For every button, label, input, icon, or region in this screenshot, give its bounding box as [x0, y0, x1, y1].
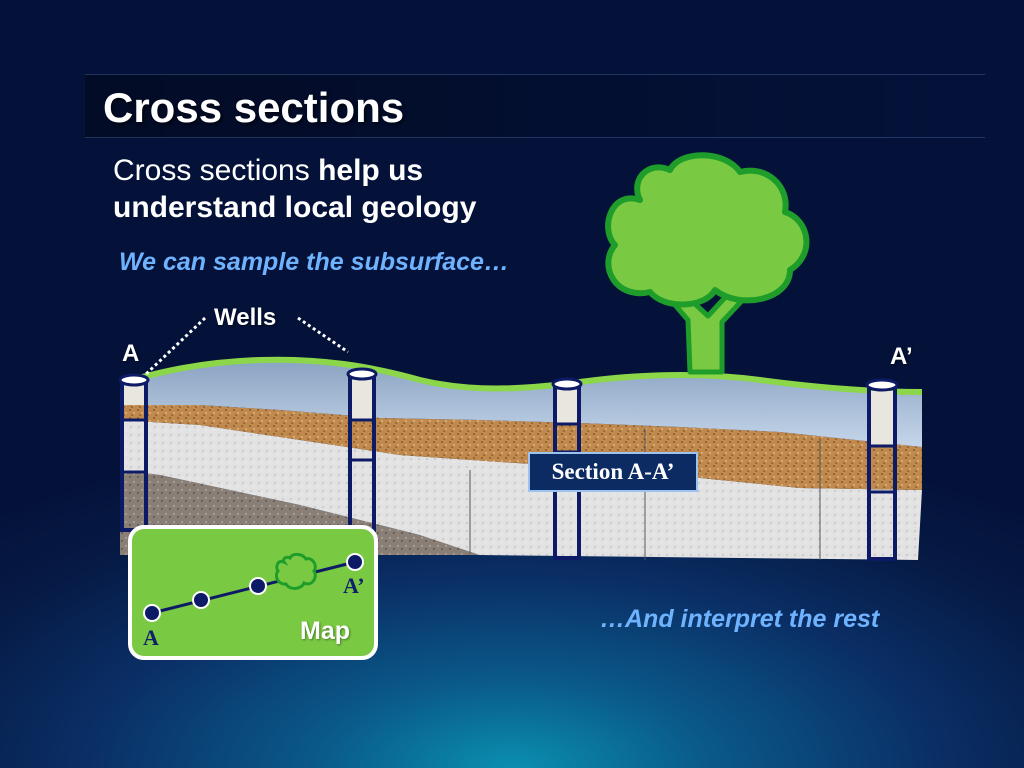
intro-bold: help us understand local geology [113, 154, 477, 224]
interpret-text: …And interpret the rest [600, 605, 880, 633]
sample-subsurface-text: We can sample the subsurface… [119, 248, 509, 276]
page-title: Cross sections [103, 84, 405, 131]
wells-pointer-right [297, 316, 349, 354]
sand-layer [120, 405, 922, 490]
intro-text: Cross sections help us understand local … [113, 152, 573, 226]
wells-label: Wells [214, 304, 277, 331]
grass-surface [119, 356, 923, 395]
map-point-a-prime: A’ [343, 573, 365, 598]
map-well-4 [346, 553, 364, 571]
title-bar [85, 74, 985, 138]
map-well-1 [143, 604, 161, 622]
map-tree-icon [274, 552, 317, 590]
map-line [143, 552, 364, 622]
map-well-2 [192, 591, 210, 609]
map-point-a: A [143, 625, 159, 650]
wells-pointer-left [143, 316, 207, 377]
well-2 [346, 367, 378, 532]
well-4 [865, 378, 899, 561]
tree-icon [605, 152, 810, 375]
map-title: Map [300, 617, 350, 645]
intro-plain: Cross sections [113, 154, 319, 187]
water-layer [120, 359, 922, 447]
map-inset: A A’ Map [128, 525, 378, 660]
limestone-layer [120, 420, 922, 560]
point-a-label: A [122, 340, 140, 367]
point-a-prime-label: A’ [890, 343, 913, 370]
map-well-3 [249, 577, 267, 595]
section-a-a-prime-label: Section A-A’ [528, 452, 698, 492]
